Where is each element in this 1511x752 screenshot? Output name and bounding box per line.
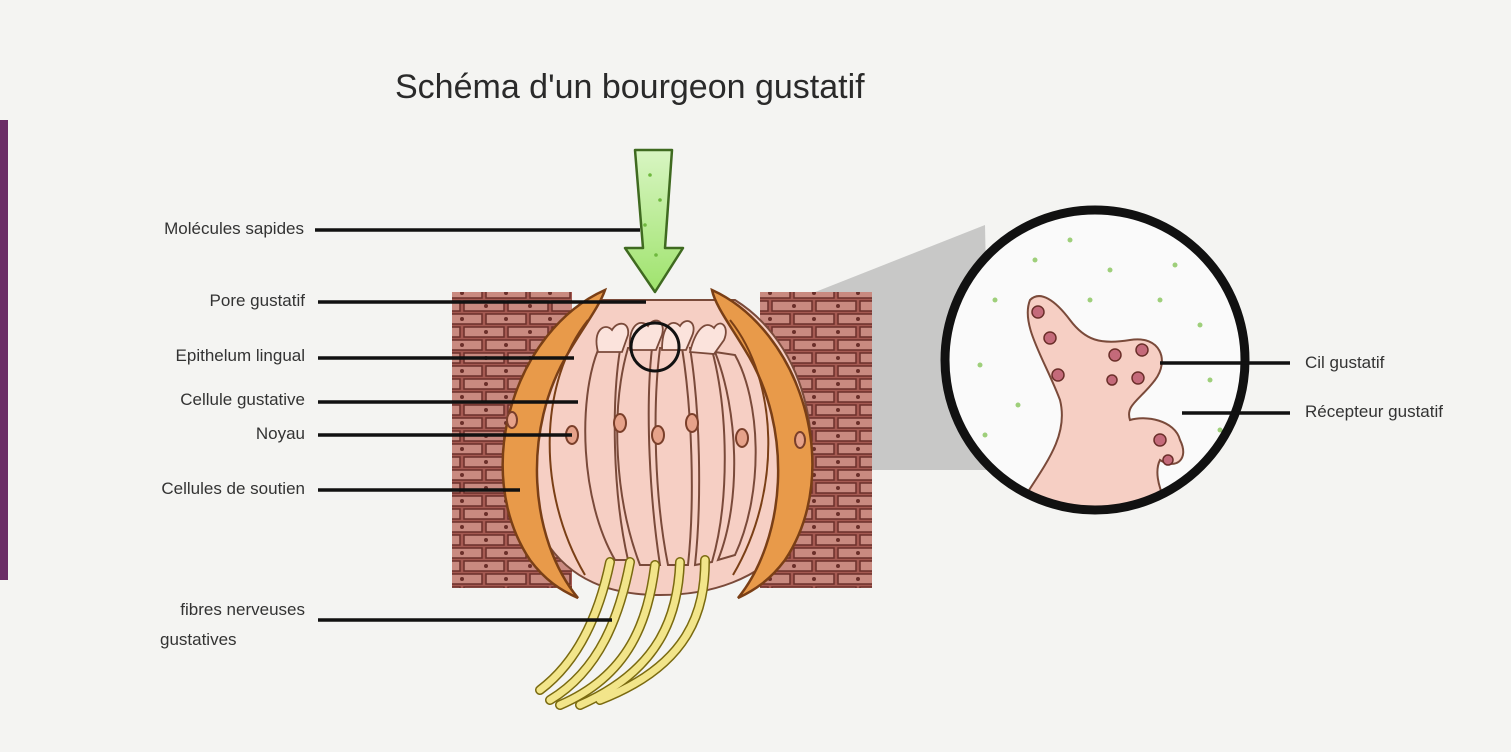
label-nerve-fibers-line2: gustatives — [160, 630, 237, 650]
nucleus — [652, 426, 664, 444]
diagram-title: Schéma d'un bourgeon gustatif — [395, 68, 995, 107]
nucleus — [507, 412, 517, 428]
label-cilium: Cil gustatif — [1305, 353, 1384, 373]
microvilli — [596, 320, 725, 354]
label-support-cells: Cellules de soutien — [5, 479, 305, 499]
label-receptor: Récepteur gustatif — [1305, 402, 1443, 422]
nucleus — [795, 432, 805, 448]
nucleus — [736, 429, 748, 447]
molecule-arrow — [625, 150, 683, 292]
label-pore: Pore gustatif — [5, 291, 305, 311]
label-nucleus: Noyau — [5, 424, 305, 444]
nucleus — [686, 414, 698, 432]
label-epithelium: Epithelum lingual — [5, 346, 305, 366]
nucleus — [614, 414, 626, 432]
label-gustatory-cell: Cellule gustative — [5, 390, 305, 410]
label-molecules: Molécules sapides — [4, 219, 304, 239]
label-nerve-fibers-line1: fibres nerveuses — [5, 600, 305, 620]
